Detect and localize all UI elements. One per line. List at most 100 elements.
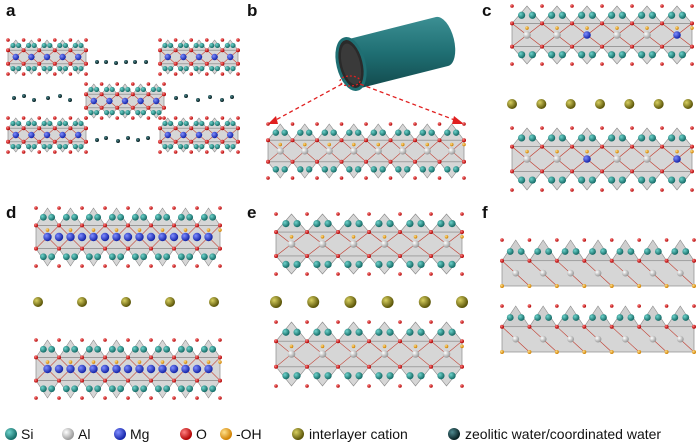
o-atom: [429, 384, 433, 388]
o-atom: [290, 176, 295, 180]
o-atom: [305, 384, 309, 388]
si-atom: [162, 143, 168, 150]
o-atom: [149, 264, 153, 268]
mg-atom: [106, 97, 113, 105]
o-atom: [149, 378, 153, 383]
si-atom: [154, 213, 162, 221]
wat-atom: [174, 96, 178, 100]
si-atom: [654, 314, 662, 321]
si-atom: [25, 143, 32, 150]
si-atom: [156, 109, 162, 116]
silicate-layer: [34, 338, 222, 400]
o-atom: [460, 364, 464, 369]
o-atom: [266, 122, 270, 126]
si-atom: [16, 65, 22, 72]
wat-atom: [46, 96, 50, 100]
o-atom: [57, 223, 61, 228]
o-atom: [388, 176, 393, 180]
oh-atom: [183, 228, 188, 232]
si-atom: [448, 328, 456, 336]
wat-atom: [68, 98, 72, 102]
o-atom: [582, 238, 587, 242]
panel-label-d: d: [6, 203, 16, 222]
si-atom: [370, 129, 378, 136]
o-atom: [126, 355, 130, 360]
o-atom: [158, 150, 162, 154]
o-atom: [52, 126, 57, 131]
tetrahedron-upper: [196, 339, 221, 358]
al-atom: [523, 155, 531, 163]
o-atom: [158, 61, 162, 66]
tetrahedron-lower: [173, 380, 198, 399]
o-atom: [172, 355, 176, 360]
si-atom: [94, 345, 102, 353]
tetrahedron-lower: [631, 171, 663, 191]
o-atom: [84, 126, 88, 131]
si-atom: [627, 248, 635, 255]
si-atom: [10, 143, 16, 150]
al-atom: [399, 147, 407, 155]
o-atom: [600, 62, 604, 66]
oh-atom: [664, 284, 669, 288]
o-atom: [53, 38, 57, 42]
mg-atom: [181, 232, 190, 242]
o-atom: [37, 72, 41, 76]
tetrahedron-upper: [150, 339, 175, 358]
o-atom: [126, 264, 130, 268]
o-atom: [664, 258, 669, 263]
o-atom: [305, 254, 309, 258]
o-atom: [218, 264, 222, 268]
si-atom: [125, 109, 131, 116]
o-atom: [367, 212, 371, 216]
octahedral-sheet: [275, 340, 463, 368]
tetrahedron-lower: [601, 171, 633, 191]
o-atom: [660, 188, 664, 192]
tetrahedron-upper: [206, 117, 224, 129]
cat-atom: [165, 297, 175, 307]
o-atom: [664, 304, 669, 308]
si-atom: [177, 213, 185, 221]
si-atom: [62, 120, 69, 127]
tetrahedron-upper: [221, 117, 239, 129]
o-atom: [204, 126, 209, 131]
si-atom: [199, 143, 205, 150]
o-atom: [84, 105, 88, 110]
oh-atom: [615, 26, 619, 30]
o-atom: [220, 38, 225, 42]
oh-atom: [444, 235, 449, 239]
o-atom: [52, 61, 57, 66]
si-atom: [682, 248, 690, 255]
al-atom: [553, 31, 561, 39]
o-atom: [131, 116, 135, 120]
si-atom: [616, 314, 624, 321]
oh-atom: [615, 149, 619, 154]
tetrahedron-upper: [127, 207, 152, 226]
oh-atom: [351, 344, 356, 349]
wat-atom: [22, 94, 26, 98]
o-atom: [21, 139, 26, 144]
tetrahedron-lower: [196, 380, 221, 399]
o-atom: [126, 223, 130, 228]
mg-atom: [100, 232, 110, 242]
o-atom: [204, 139, 209, 144]
o-atom: [290, 122, 295, 126]
mg-atom: [164, 53, 171, 61]
o-atom: [554, 324, 559, 329]
o-atom: [80, 246, 84, 251]
si-atom: [518, 51, 526, 59]
legend: Si Al Mg O -OH interlayer cation zeoliti…: [5, 426, 661, 442]
si-atom: [282, 220, 290, 228]
o-atom: [364, 138, 368, 143]
si-atom: [109, 109, 115, 116]
oh-atom: [527, 284, 532, 288]
si-atom: [379, 129, 386, 136]
zoom-arrow-right: [359, 83, 461, 123]
tetrahedron-lower: [337, 366, 370, 387]
al-atom: [594, 335, 602, 343]
panel-label-a: a: [6, 1, 16, 20]
o-atom: [149, 396, 153, 400]
o-atom: [336, 254, 340, 258]
tetrahedron-lower: [368, 366, 401, 387]
o-atom: [555, 238, 559, 242]
si-atom: [578, 51, 586, 59]
